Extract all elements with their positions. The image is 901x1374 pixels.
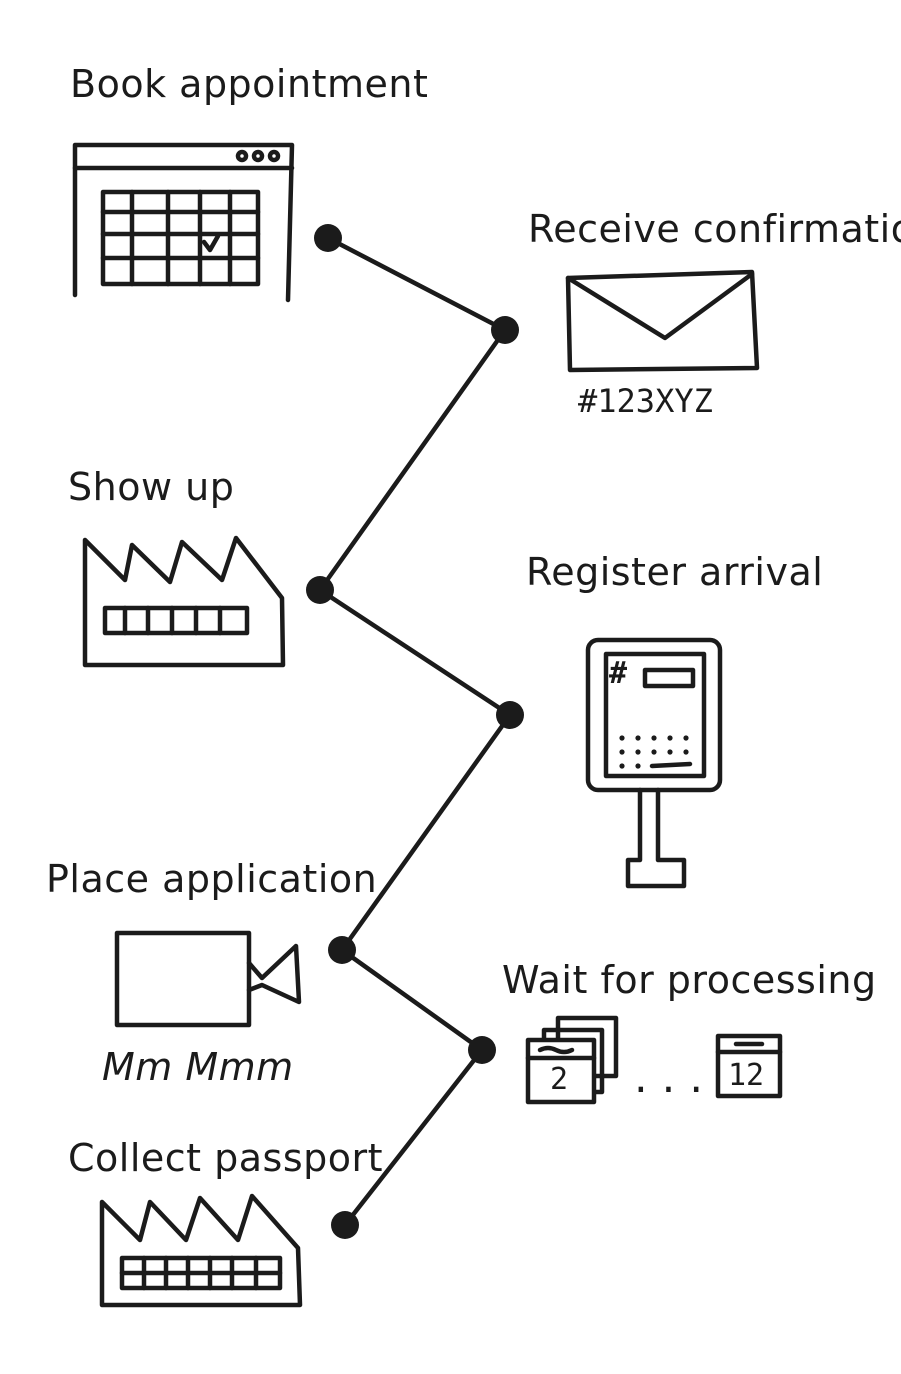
timeline-node-1 [314,224,342,252]
kiosk-icon [585,637,723,889]
step-label-show-up: Show up [68,465,235,509]
timeline-node-7 [331,1211,359,1239]
step-label-wait-for-processing: Wait for processing [502,958,877,1002]
calendar-day-end: 12 [728,1058,765,1093]
camera-icon [114,930,302,1028]
step-label-receive-confirmation: Receive confirmation [528,207,901,251]
timeline-node-5 [328,936,356,964]
step-label-collect-passport: Collect passport [68,1136,384,1180]
step-label-place-application: Place application [46,857,378,901]
timeline-node-3 [306,576,334,604]
building-icon-show-up [82,535,286,668]
kiosk-hash-symbol: # [609,656,628,691]
calendar-day-start: 2 [550,1062,569,1097]
step-label-book-appointment: Book appointment [70,62,429,106]
timeline-node-4 [496,701,524,729]
calendar-stack-icon [525,1015,783,1105]
signature-scribble: Mm Mmm [102,1045,294,1089]
ellipsis: ... [630,1060,714,1101]
timeline-node-6 [468,1036,496,1064]
step-label-register-arrival: Register arrival [526,550,824,594]
calendar-browser-icon [72,142,295,303]
envelope-icon [565,269,760,373]
timeline-node-2 [491,316,519,344]
timeline-path [317,235,513,1228]
building-icon-collect [99,1193,303,1308]
confirmation-code: #123XYZ [578,382,713,420]
